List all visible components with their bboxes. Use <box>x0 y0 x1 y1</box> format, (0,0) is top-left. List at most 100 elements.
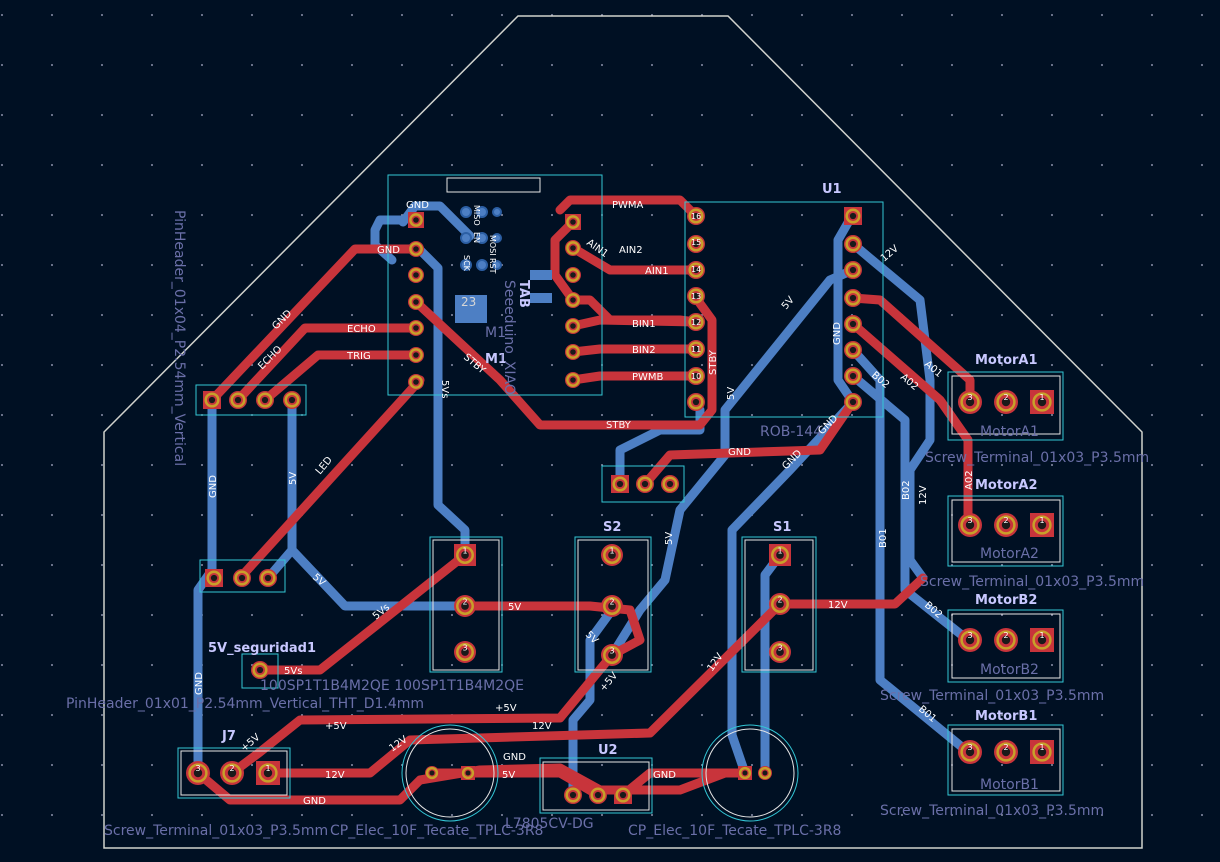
grid-dot <box>751 264 753 266</box>
net-stby-right: STBY <box>708 349 719 375</box>
grid-dot <box>551 64 553 66</box>
grid-dot <box>551 814 553 816</box>
pad-number: 1 <box>1039 631 1044 640</box>
tht-pad: 3 <box>186 761 210 785</box>
ref-m1: M1 <box>485 352 507 367</box>
grid-dot <box>1 564 3 566</box>
grid-dot <box>751 614 753 616</box>
pad-number: 3 <box>967 743 972 752</box>
grid-dot <box>101 114 103 116</box>
net-ain2-label: AIN2 <box>619 245 643 256</box>
fab-switch-model: 100SP1T1B4M2QE 100SP1T1B4M2QE <box>260 678 524 694</box>
grid-dot <box>551 514 553 516</box>
fab-xiao: Seeeduino_XIAO <box>501 280 517 395</box>
grid-dot <box>1201 264 1203 266</box>
grid-dot <box>1201 664 1203 666</box>
grid-dot <box>1 714 3 716</box>
grid-dot <box>151 414 153 416</box>
tht-pad: 1 <box>1030 513 1054 537</box>
pad-number: 2 <box>1003 631 1008 640</box>
grid-dot <box>1051 464 1053 466</box>
grid-dot <box>801 214 803 216</box>
ref-motorb1-fab: MotorB1 <box>980 777 1039 793</box>
grid-dot <box>801 614 803 616</box>
grid-dot <box>851 114 853 116</box>
grid-dot <box>1101 714 1103 716</box>
tht-pad <box>408 267 424 283</box>
net-pwma-label: PWMA <box>612 200 644 211</box>
tht-pad <box>844 393 862 411</box>
grid-dot <box>101 664 103 666</box>
grid-dot <box>1 314 3 316</box>
grid-dot <box>251 114 253 116</box>
grid-dot <box>351 814 353 816</box>
net-plus5v-lower: +5V <box>325 721 347 732</box>
grid-dot <box>401 514 403 516</box>
tht-pad: 2 <box>994 390 1018 414</box>
tht-pad <box>565 318 581 334</box>
grid-dot <box>151 664 153 666</box>
tht-pad <box>687 367 705 385</box>
grid-dot <box>801 164 803 166</box>
grid-dot <box>1151 264 1153 266</box>
grid-dot <box>151 714 153 716</box>
net-gnd-j7-v: GND <box>194 672 205 695</box>
grid-dot <box>1001 414 1003 416</box>
courtyard-ultra <box>195 384 307 416</box>
grid-dot <box>1151 764 1153 766</box>
grid-dot <box>651 714 653 716</box>
grid-dot <box>51 614 53 616</box>
grid-dot <box>101 214 103 216</box>
grid-dot <box>651 214 653 216</box>
grid-dot <box>1151 564 1153 566</box>
svg-text:14: 14 <box>691 265 701 274</box>
grid-dot <box>551 214 553 216</box>
tht-pad: 1 <box>769 544 791 566</box>
grid-dot <box>851 64 853 66</box>
grid-dot <box>351 364 353 366</box>
grid-dot <box>1201 614 1203 616</box>
tht-pad <box>687 313 705 331</box>
grid-dot <box>1201 364 1203 366</box>
net-echo-label: ECHO <box>347 324 376 335</box>
tht-pad <box>408 294 424 310</box>
grid-dot <box>501 314 503 316</box>
grid-dot <box>1151 714 1153 716</box>
grid-dot <box>1001 364 1003 366</box>
grid-dot <box>1 264 3 266</box>
grid-dot <box>501 814 503 816</box>
grid-dot <box>601 414 603 416</box>
grid-dot <box>601 514 603 516</box>
net-gnd-u1-v: GND <box>832 322 843 345</box>
grid-dot <box>401 464 403 466</box>
grid-dot <box>1001 464 1003 466</box>
grid-dot <box>401 164 403 166</box>
grid-dot <box>1 814 3 816</box>
tht-pad <box>461 766 475 780</box>
grid-dot <box>951 14 953 16</box>
svg-text:RST: RST <box>488 258 497 274</box>
grid-dot <box>451 164 453 166</box>
grid-dot <box>1201 14 1203 16</box>
tht-pad: 3 <box>454 641 476 663</box>
tht-pad: 1 <box>601 544 623 566</box>
courtyard-b2 <box>947 609 1064 683</box>
grid-dot <box>301 64 303 66</box>
tht-pad: 2 <box>220 761 244 785</box>
grid-dot <box>301 614 303 616</box>
pad-number: 3 <box>609 646 614 655</box>
grid-dot <box>801 814 803 816</box>
grid-dot <box>1101 214 1103 216</box>
grid-dot <box>1 414 3 416</box>
grid-dot <box>451 814 453 816</box>
grid-dot <box>301 214 303 216</box>
grid-dot <box>351 314 353 316</box>
grid-dot <box>1051 664 1053 666</box>
grid-dot <box>1051 364 1053 366</box>
grid-dot <box>1 364 3 366</box>
grid-dot <box>51 714 53 716</box>
grid-dot <box>1051 314 1053 316</box>
grid-dot <box>401 64 403 66</box>
tht-pad <box>408 320 424 336</box>
